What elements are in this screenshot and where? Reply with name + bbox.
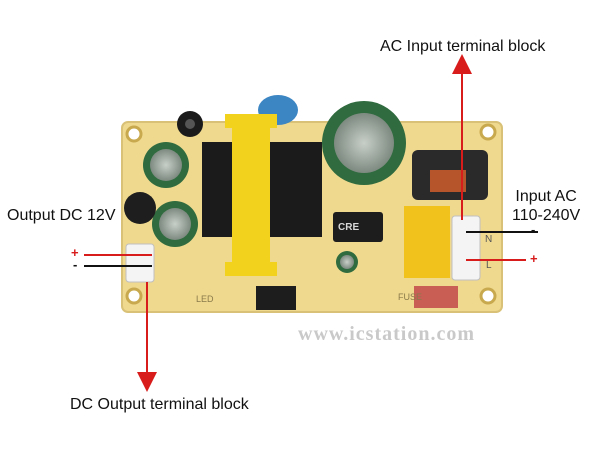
terminal-l-label: L [486,260,492,271]
controller-chip [333,212,383,242]
input-ac-label: Input AC 110-240V [512,187,580,225]
x-capacitor [404,206,450,278]
transformer-bobbin [232,114,270,274]
black-capacitor [124,192,156,224]
input-minus-sign: - [531,222,536,237]
dc-output-block-label: DC Output terminal block [70,396,249,413]
led-label: LED [196,294,214,304]
input-ac-line2: 110-240V [512,207,581,224]
chip-marking: CRE [338,222,359,233]
dc-output-terminal [125,243,155,283]
ac-input-terminal [451,215,481,281]
output-plus-sign: + [71,245,79,260]
output-minus-sign: - [73,257,78,272]
terminal-n-label: N [485,234,492,245]
ac-input-block-label: AC Input terminal block [380,38,546,55]
input-ac-line1: Input AC [515,188,577,205]
output-dc-label: Output DC 12V [7,207,116,224]
input-plus-sign: + [530,251,538,266]
mount-hole [479,287,497,305]
mount-hole [479,123,497,141]
mount-hole [125,125,143,143]
fuse [414,286,458,308]
bridge-rectifier [256,286,296,310]
watermark: www.icstation.com [298,323,475,345]
fuse-label: FUSE [398,292,422,302]
mount-hole [125,287,143,305]
